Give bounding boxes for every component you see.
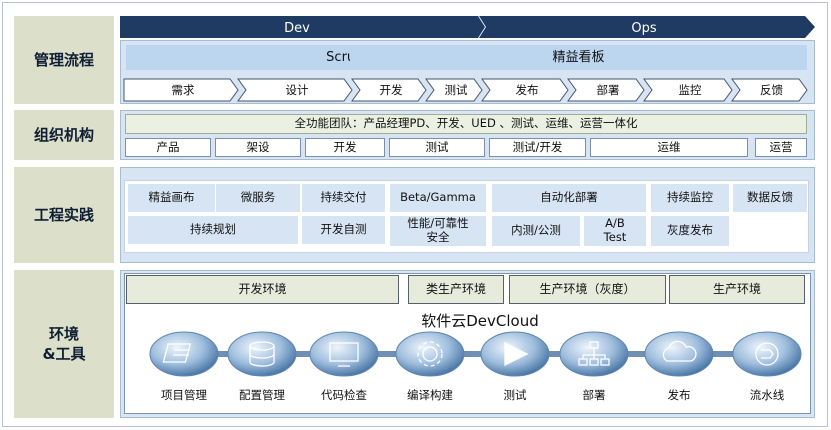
role-box: 测试 bbox=[389, 138, 485, 157]
tool-sphere bbox=[309, 331, 379, 377]
step-label: 部署 bbox=[597, 83, 620, 97]
tool-1 bbox=[149, 331, 219, 377]
role-box: 运维 bbox=[590, 138, 748, 157]
row-label-organization: 组织机构 bbox=[14, 110, 114, 160]
practice-box: 持续监控 bbox=[651, 184, 729, 212]
tool-sphere bbox=[149, 331, 219, 377]
tool-sphere bbox=[732, 331, 802, 377]
tool-5 bbox=[480, 331, 550, 377]
document-icon bbox=[162, 343, 192, 363]
environment-box: 开发环境 bbox=[126, 275, 399, 304]
dev-banner bbox=[120, 16, 485, 38]
network-icon bbox=[578, 341, 610, 366]
tool-label: 测试 bbox=[503, 388, 527, 402]
step-label: 发布 bbox=[516, 83, 539, 97]
tool-3 bbox=[309, 331, 379, 377]
tool-label: 部署 bbox=[582, 388, 606, 402]
ops-banner bbox=[479, 16, 815, 38]
tool-6 bbox=[559, 331, 629, 377]
tool-2 bbox=[227, 331, 297, 377]
tool-label: 代码检查 bbox=[321, 388, 367, 402]
role-box: 产品 bbox=[125, 138, 211, 157]
practice-box: 内测/公测 bbox=[492, 216, 580, 246]
practice-box: 微服务 bbox=[216, 184, 300, 212]
step-1 bbox=[123, 78, 239, 102]
tool-sphere bbox=[644, 331, 714, 377]
practice-box: 持续规划 bbox=[128, 216, 298, 244]
tool-8 bbox=[732, 331, 802, 377]
step-3 bbox=[351, 78, 427, 102]
practice-box: 性能/可靠性 安全 bbox=[390, 216, 486, 246]
tool-sphere bbox=[395, 331, 465, 377]
step-7 bbox=[643, 78, 733, 102]
practice-box: 自动化部署 bbox=[492, 184, 646, 212]
practice-box: Beta/Gamma bbox=[390, 184, 486, 212]
role-box: 运营 bbox=[755, 138, 807, 157]
monitor-icon bbox=[329, 342, 359, 367]
tool-label: 发布 bbox=[667, 388, 691, 402]
step-label: 监控 bbox=[679, 83, 702, 97]
practice-box: 数据反馈 bbox=[733, 184, 807, 212]
environment-box: 类生产环境 bbox=[408, 275, 504, 304]
tool-label: 配置管理 bbox=[239, 388, 285, 402]
tool-label: 项目管理 bbox=[161, 388, 207, 402]
phase-banner: Dev Ops bbox=[120, 16, 815, 38]
environment-box: 生产环境 bbox=[669, 275, 805, 304]
practice-box: 灰度发布 bbox=[651, 216, 729, 246]
role-box: 架设 bbox=[215, 138, 301, 157]
tool-label: 编译构建 bbox=[407, 388, 453, 402]
row-label-engineering: 工程实践 bbox=[14, 167, 114, 263]
practice-box: 持续交付 bbox=[302, 184, 385, 212]
tool-4 bbox=[395, 331, 465, 377]
ops-label: Ops bbox=[631, 21, 656, 36]
step-label: 测试 bbox=[445, 83, 468, 97]
process-steps: 需求 设计 开发 测试 发布 部署 监控 反馈 bbox=[123, 78, 808, 102]
tool-sphere bbox=[227, 331, 297, 377]
practice-box: 精益画布 bbox=[128, 184, 215, 212]
pipeline-icon bbox=[755, 342, 779, 366]
gear-icon bbox=[417, 341, 443, 367]
step-6 bbox=[567, 78, 645, 102]
step-2 bbox=[237, 78, 353, 102]
cloud-icon bbox=[662, 340, 697, 362]
practice-box: 开发自测 bbox=[302, 216, 385, 244]
step-8 bbox=[731, 78, 808, 102]
devcloud-title: 软件云DevCloud bbox=[421, 311, 539, 330]
kanban-box: 精益看板 bbox=[350, 45, 807, 70]
step-label: 设计 bbox=[286, 83, 309, 97]
tool-label: 流水线 bbox=[749, 388, 785, 402]
environment-box: 生产环境（灰度） bbox=[509, 275, 666, 304]
step-label: 反馈 bbox=[760, 83, 783, 97]
role-box: 测试/开发 bbox=[489, 138, 586, 157]
cross-functional-team: 全功能团队：产品经理PD、开发、UED 、测试、运维、运营一体化 bbox=[125, 114, 807, 134]
row-label-management: 管理流程 bbox=[14, 16, 114, 104]
step-label: 开发 bbox=[380, 83, 403, 97]
step-label: 需求 bbox=[172, 83, 195, 97]
play-icon bbox=[504, 341, 529, 367]
step-4 bbox=[425, 78, 483, 102]
database-icon bbox=[249, 341, 275, 367]
role-box: 开发 bbox=[305, 138, 385, 157]
practice-box: A/B Test bbox=[584, 216, 646, 246]
tool-7 bbox=[644, 331, 714, 377]
row-label-environment: 环境 &工具 bbox=[14, 270, 114, 418]
dev-label: Dev bbox=[284, 21, 310, 36]
tool-pipeline bbox=[149, 331, 802, 377]
step-5 bbox=[481, 78, 569, 102]
